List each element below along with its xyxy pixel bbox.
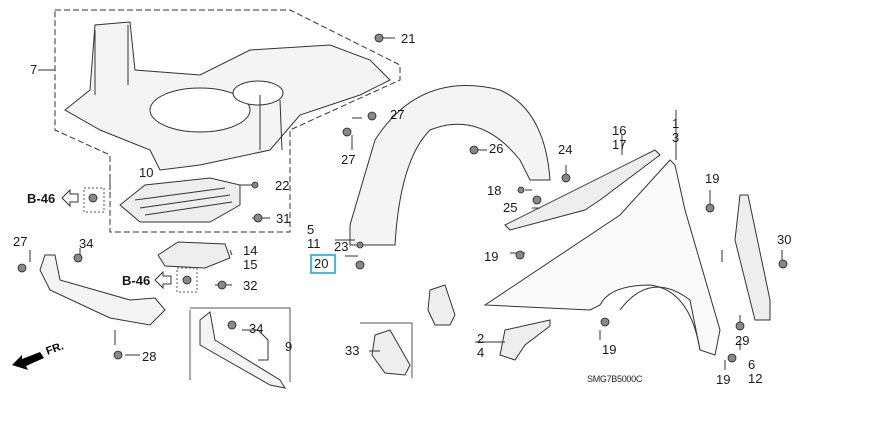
clip-25 — [532, 195, 542, 205]
ref-arrow-1 — [61, 188, 79, 208]
bolt-19b — [705, 203, 715, 213]
callout-20[interactable]: 20 — [314, 256, 329, 271]
bolt-31 — [253, 213, 263, 223]
screw-18 — [517, 186, 525, 194]
callout-27[interactable]: 27 — [13, 234, 28, 249]
diagram-code: SMG7B5000C — [587, 374, 643, 384]
clip-b46a — [88, 193, 98, 203]
callout-6-12[interactable]: 6 12 — [748, 357, 763, 386]
callout-16-17[interactable]: 16 17 — [612, 123, 627, 152]
callout-19[interactable]: 19 — [705, 171, 720, 186]
bumper-side-bracket — [199, 311, 287, 389]
clip-34b — [227, 320, 237, 330]
callout-2-4[interactable]: 2 4 — [477, 331, 485, 360]
callout-5-11[interactable]: 5 11 — [307, 222, 321, 251]
bolt-21 — [374, 33, 384, 43]
callout-18[interactable]: 18 — [487, 183, 502, 198]
screw-20 — [355, 260, 365, 270]
small-splash-shield — [157, 241, 231, 269]
bumper-lower-bracket — [39, 254, 166, 326]
fender-seal-strip — [504, 149, 661, 231]
callout-19[interactable]: 19 — [716, 372, 731, 387]
reference-b46[interactable]: B-46 — [122, 273, 151, 288]
clip-26 — [469, 145, 479, 155]
bolt-19c — [600, 317, 610, 327]
callout-19[interactable]: 19 — [484, 249, 499, 264]
front-direction-arrow — [12, 352, 44, 370]
bolt-32 — [217, 280, 227, 290]
fender-garnish-upper — [427, 284, 456, 326]
callout-7[interactable]: 7 — [30, 62, 38, 77]
clip-27a — [367, 111, 377, 121]
callout-34[interactable]: 34 — [79, 236, 94, 251]
callout-29[interactable]: 29 — [735, 333, 750, 348]
highlight-frame — [310, 254, 336, 274]
splash-shield — [119, 177, 241, 223]
nut-22 — [251, 181, 259, 189]
clip-24 — [561, 173, 571, 183]
callout-28[interactable]: 28 — [142, 349, 157, 364]
callout-10[interactable]: 10 — [139, 165, 154, 180]
bolt-19d — [727, 353, 737, 363]
callout-22[interactable]: 22 — [275, 178, 290, 193]
clip-34a — [73, 253, 83, 263]
callout-30[interactable]: 30 — [777, 232, 792, 247]
callout-26[interactable]: 26 — [489, 141, 504, 156]
clip-30 — [778, 259, 788, 269]
callout-31[interactable]: 31 — [276, 211, 291, 226]
callout-23[interactable]: 23 — [334, 239, 349, 254]
clip-27c — [17, 263, 27, 273]
fender-liner — [349, 85, 551, 246]
callout-27[interactable]: 27 — [341, 152, 356, 167]
callout-32[interactable]: 32 — [243, 278, 258, 293]
clip-27b — [342, 127, 352, 137]
callout-1-3[interactable]: 1 3 — [672, 116, 680, 145]
clip-28 — [113, 350, 123, 360]
callout-33[interactable]: 33 — [345, 343, 360, 358]
bolt-19a — [515, 250, 525, 260]
callout-19[interactable]: 19 — [602, 342, 617, 357]
callout-9[interactable]: 9 — [285, 339, 293, 354]
nut-23 — [356, 241, 364, 249]
front-fender — [483, 159, 721, 356]
fender-bracket — [734, 194, 771, 321]
clip-29 — [735, 321, 745, 331]
callout-27[interactable]: 27 — [390, 107, 405, 122]
callout-25[interactable]: 25 — [503, 200, 518, 215]
undercover-group-box — [54, 9, 401, 233]
callout-34[interactable]: 34 — [249, 321, 264, 336]
fender-garnish-33 — [371, 329, 411, 376]
callout-14-15[interactable]: 14 15 — [243, 243, 258, 272]
fender-bracket-2-4 — [499, 319, 551, 361]
ref-arrow-2 — [154, 270, 172, 290]
callout-21[interactable]: 21 — [401, 31, 416, 46]
callout-24[interactable]: 24 — [558, 142, 573, 157]
reference-b46[interactable]: B-46 — [27, 191, 56, 206]
clip-b46b — [182, 275, 192, 285]
